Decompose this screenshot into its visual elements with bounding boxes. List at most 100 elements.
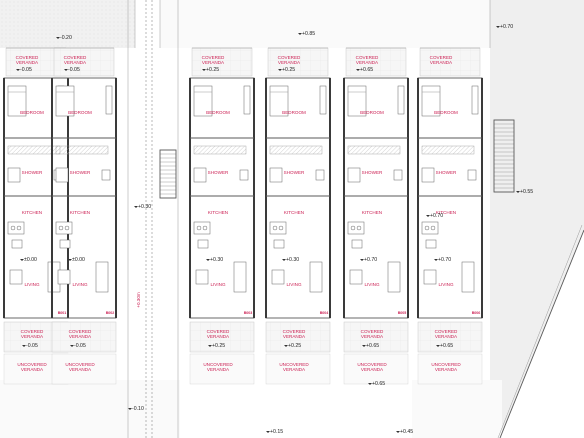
level-marker-icon: [202, 69, 206, 71]
level-marker-icon: [426, 215, 430, 217]
level-marker-icon: [128, 408, 132, 410]
shower-label: SHOWER: [208, 170, 229, 175]
wc: [315, 169, 325, 181]
uncovered-veranda-label: VERANDA: [435, 367, 458, 372]
sink-icon: [350, 225, 356, 231]
closet-strip: [193, 145, 247, 155]
bedroom-label: BEDROOM: [434, 110, 458, 115]
shower-tray: [269, 167, 283, 183]
uncovered-veranda: [343, 353, 409, 385]
covered-veranda-label: COVERED: [202, 55, 225, 60]
sofa: [309, 261, 323, 293]
labels-layer: COVEREDVERANDA-0.05BEDROOMSHOWERKITCHEN±…: [16, 24, 534, 435]
living-label: LIVING: [438, 282, 453, 287]
kitchen-label: KITCHEN: [284, 210, 304, 215]
unit-tag: B001: [58, 311, 67, 315]
bed: [421, 85, 441, 117]
wardrobe: [105, 85, 113, 115]
uncovered-veranda: [417, 353, 483, 385]
kitchen-counter: [193, 221, 211, 235]
sofa: [95, 261, 109, 293]
uncovered-veranda-label: VERANDA: [361, 367, 384, 372]
path-level-label: +0.30m: [136, 292, 141, 308]
shower-tray: [55, 167, 69, 183]
living-level-label: +0.70: [364, 257, 377, 263]
hob-icon: [356, 225, 362, 231]
level-marker-icon: [56, 37, 60, 39]
shower-tray: [421, 167, 435, 183]
kitchen-counter: [421, 221, 439, 235]
unit-tag: B002: [106, 311, 115, 315]
shower-tray: [7, 167, 21, 183]
level-bottom-right: +0.45: [400, 429, 413, 435]
covered-veranda-label: VERANDA: [64, 60, 87, 65]
level-marker-icon: [266, 431, 270, 433]
level-uncovered-extra: +0.65: [372, 381, 385, 387]
sink-icon: [272, 225, 278, 231]
level-marker-icon: [396, 431, 400, 433]
level-stair-left: +0.30: [138, 204, 151, 210]
wardrobe: [243, 85, 251, 115]
uncovered-veranda-label: UNCOVERED: [279, 362, 309, 367]
bottom-level-label: -0.05: [26, 343, 38, 349]
bed: [7, 85, 27, 117]
uncovered-veranda-label: VERANDA: [21, 367, 44, 372]
level-stair-right: +0.55: [520, 189, 533, 195]
uncovered-veranda: [51, 353, 117, 385]
bottom-level-label: +0.25: [212, 343, 225, 349]
covered-veranda-top: [419, 47, 481, 77]
sofa: [233, 261, 247, 293]
level-top-left: -0.20: [60, 35, 72, 41]
covered-veranda-label: COVERED: [356, 55, 379, 60]
wc: [101, 169, 111, 181]
central-path: [127, 0, 179, 438]
top-level-label: +0.25: [282, 67, 295, 73]
closet-strip: [269, 145, 323, 155]
sink-icon: [58, 225, 64, 231]
shower-label: SHOWER: [70, 170, 91, 175]
shower-label: SHOWER: [362, 170, 383, 175]
sink-icon: [10, 225, 16, 231]
dining-table: [59, 239, 71, 249]
armchair: [423, 269, 437, 285]
level-marker-icon: [436, 345, 440, 347]
uncovered-veranda-label: VERANDA: [283, 367, 306, 372]
sofa: [461, 261, 475, 293]
covered-veranda-bottom: [265, 321, 331, 353]
covered-veranda-label: VERANDA: [430, 60, 453, 65]
level-marker-icon: [496, 26, 500, 28]
dining-table: [425, 239, 437, 249]
top-level-label: -0.05: [20, 67, 32, 73]
kitchen-label: KITCHEN: [436, 210, 456, 215]
closet-strip: [347, 145, 401, 155]
units-layer: [3, 47, 515, 385]
dining-table: [11, 239, 23, 249]
living-label: LIVING: [72, 282, 87, 287]
unit-tag: B006: [472, 311, 481, 315]
level-top-center: +0.85: [302, 31, 315, 37]
uncovered-veranda-label: UNCOVERED: [357, 362, 387, 367]
unit-tag: B003: [244, 311, 253, 315]
dining-table: [197, 239, 209, 249]
shower-tray: [193, 167, 207, 183]
armchair: [9, 269, 23, 285]
level-marker-icon: [278, 69, 282, 71]
living-label: LIVING: [24, 282, 39, 287]
level-marker-icon: [68, 259, 72, 261]
covered-veranda-top: [345, 47, 407, 77]
level-marker-icon: [356, 69, 360, 71]
uncovered-veranda-label: UNCOVERED: [203, 362, 233, 367]
living-level-label: ±0.00: [24, 257, 37, 263]
unit-2: [51, 47, 117, 385]
hob-icon: [430, 225, 436, 231]
level-bottom-left: -0.10: [132, 406, 144, 412]
kitchen-label: KITCHEN: [208, 210, 228, 215]
covered-veranda-label: COVERED: [207, 329, 230, 334]
shower-tray: [347, 167, 361, 183]
uncovered-veranda-label: VERANDA: [207, 367, 230, 372]
bottom-level-label: +0.25: [288, 343, 301, 349]
covered-veranda-label: COVERED: [430, 55, 453, 60]
wardrobe: [397, 85, 405, 115]
bedroom-label: BEDROOM: [360, 110, 384, 115]
armchair: [195, 269, 209, 285]
